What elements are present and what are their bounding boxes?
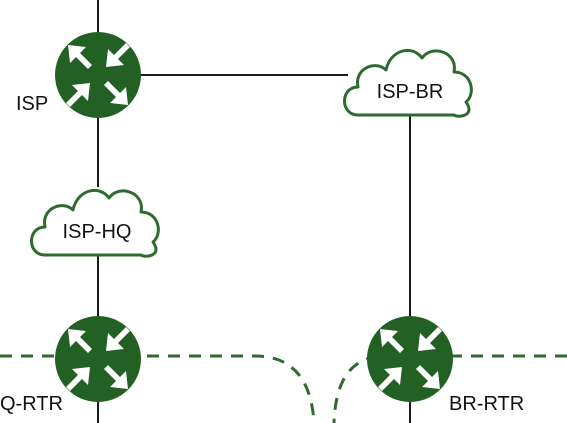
isp-br-label: ISP-BR [377,81,444,103]
isp-router[interactable] [55,32,141,118]
br-router-label: BR-RTR [449,393,524,415]
router-icon [55,316,141,402]
hq-site-zone [0,354,316,423]
br-site-zone [332,354,567,423]
hq-router[interactable] [55,316,141,402]
hq-router-label: Q-RTR [0,393,63,415]
br-router[interactable] [367,316,453,402]
isp-hq-label: ISP-HQ [63,221,132,243]
isp-label: ISP [16,93,48,115]
router-icon [55,32,141,118]
router-icon [367,316,453,402]
